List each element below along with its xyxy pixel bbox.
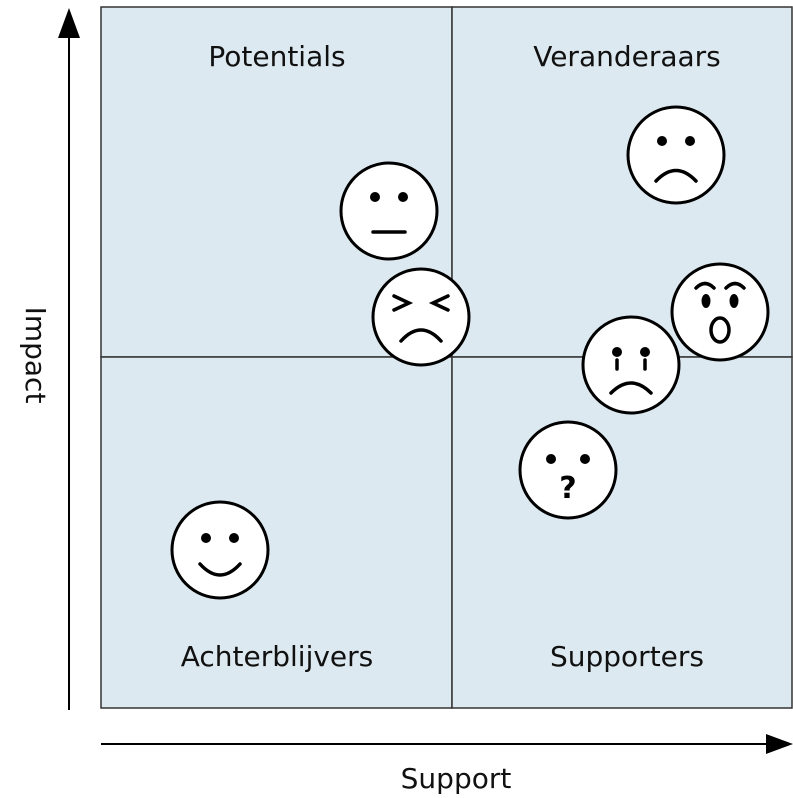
happy-face-icon xyxy=(170,500,270,600)
shocked-face-icon xyxy=(670,262,770,362)
y-axis-arrow-icon xyxy=(58,8,80,38)
quadrant-grid xyxy=(100,6,793,709)
y-axis-label: Impact xyxy=(19,307,52,404)
quadrant-label-top-left: Potentials xyxy=(208,40,345,73)
x-axis-arrow-icon xyxy=(766,734,793,754)
quadrant-bottom-left xyxy=(100,356,453,709)
x-axis-label: Support xyxy=(401,762,512,795)
quadrant-label-top-right: Veranderaars xyxy=(533,40,721,73)
frustrated-face-icon xyxy=(371,267,471,367)
quadrant-label-bottom-left: Achterblijvers xyxy=(181,640,374,673)
quadrant-label-bottom-right: Supporters xyxy=(550,640,704,673)
x-axis xyxy=(101,734,793,754)
neutral-face-icon xyxy=(339,161,439,261)
quadrant-bottom-right xyxy=(451,356,793,709)
confused-face-icon: ? xyxy=(518,420,618,520)
svg-text:?: ? xyxy=(559,471,576,506)
y-axis xyxy=(58,8,80,710)
crying-face-icon xyxy=(581,315,681,415)
sad-face-icon xyxy=(626,105,726,205)
